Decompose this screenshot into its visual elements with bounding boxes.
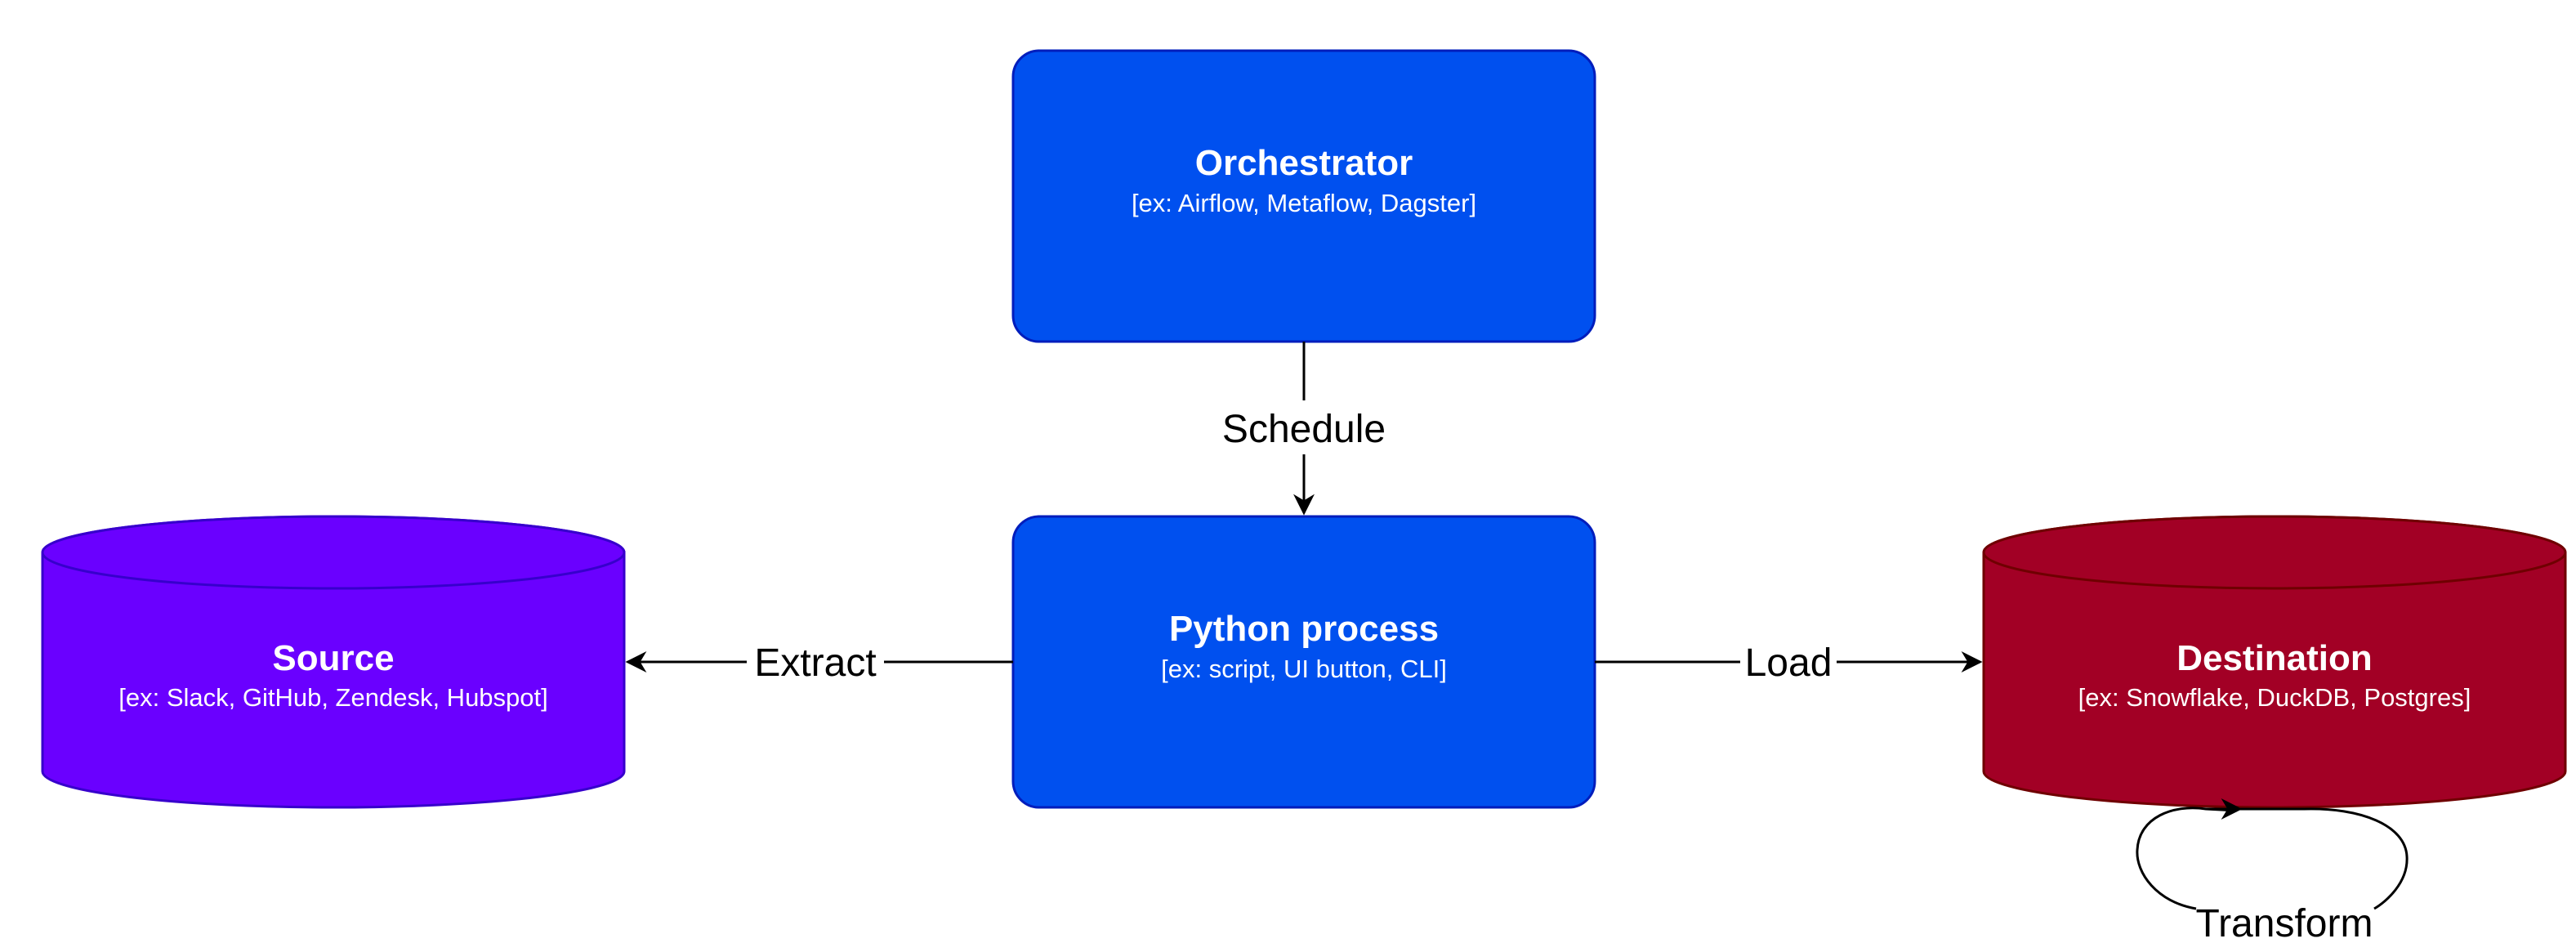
edge-load: Load (1595, 641, 1983, 685)
destination-subtitle: [ex: Snowflake, DuckDB, Postgres] (2078, 683, 2471, 712)
edge-extract: Extract (625, 641, 1013, 685)
python-process-subtitle: [ex: script, UI button, CLI] (1161, 655, 1447, 683)
python-process-node: Python process [ex: script, UI button, C… (1011, 515, 1596, 809)
python-process-title: Python process (1169, 609, 1439, 649)
source-cylinder-top (41, 515, 626, 590)
orchestrator-node: Orchestrator [ex: Airflow, Metaflow, Dag… (1011, 49, 1596, 343)
edge-transform-loop (2136, 807, 2238, 910)
destination-node: Destination [ex: Snowflake, DuckDB, Post… (1982, 515, 2567, 809)
destination-cylinder-top (1982, 515, 2567, 590)
source-title: Source (272, 638, 394, 678)
source-node: Source [ex: Slack, GitHub, Zendesk, Hubs… (41, 515, 626, 809)
edge-transform-loop-right (2240, 807, 2409, 910)
source-subtitle: [ex: Slack, GitHub, Zendesk, Hubspot] (118, 683, 548, 712)
edge-load-label: Load (1745, 641, 1833, 685)
destination-title: Destination (2176, 638, 2373, 678)
orchestrator-subtitle: [ex: Airflow, Metaflow, Dagster] (1132, 189, 1476, 217)
edge-schedule: Schedule (1222, 342, 1386, 516)
orchestrator-title: Orchestrator (1195, 143, 1413, 183)
edge-transform: Transform (2136, 798, 2409, 945)
edge-schedule-label: Schedule (1222, 408, 1386, 451)
edge-extract-label: Extract (754, 641, 876, 685)
edge-transform-label: Transform (2196, 902, 2373, 945)
